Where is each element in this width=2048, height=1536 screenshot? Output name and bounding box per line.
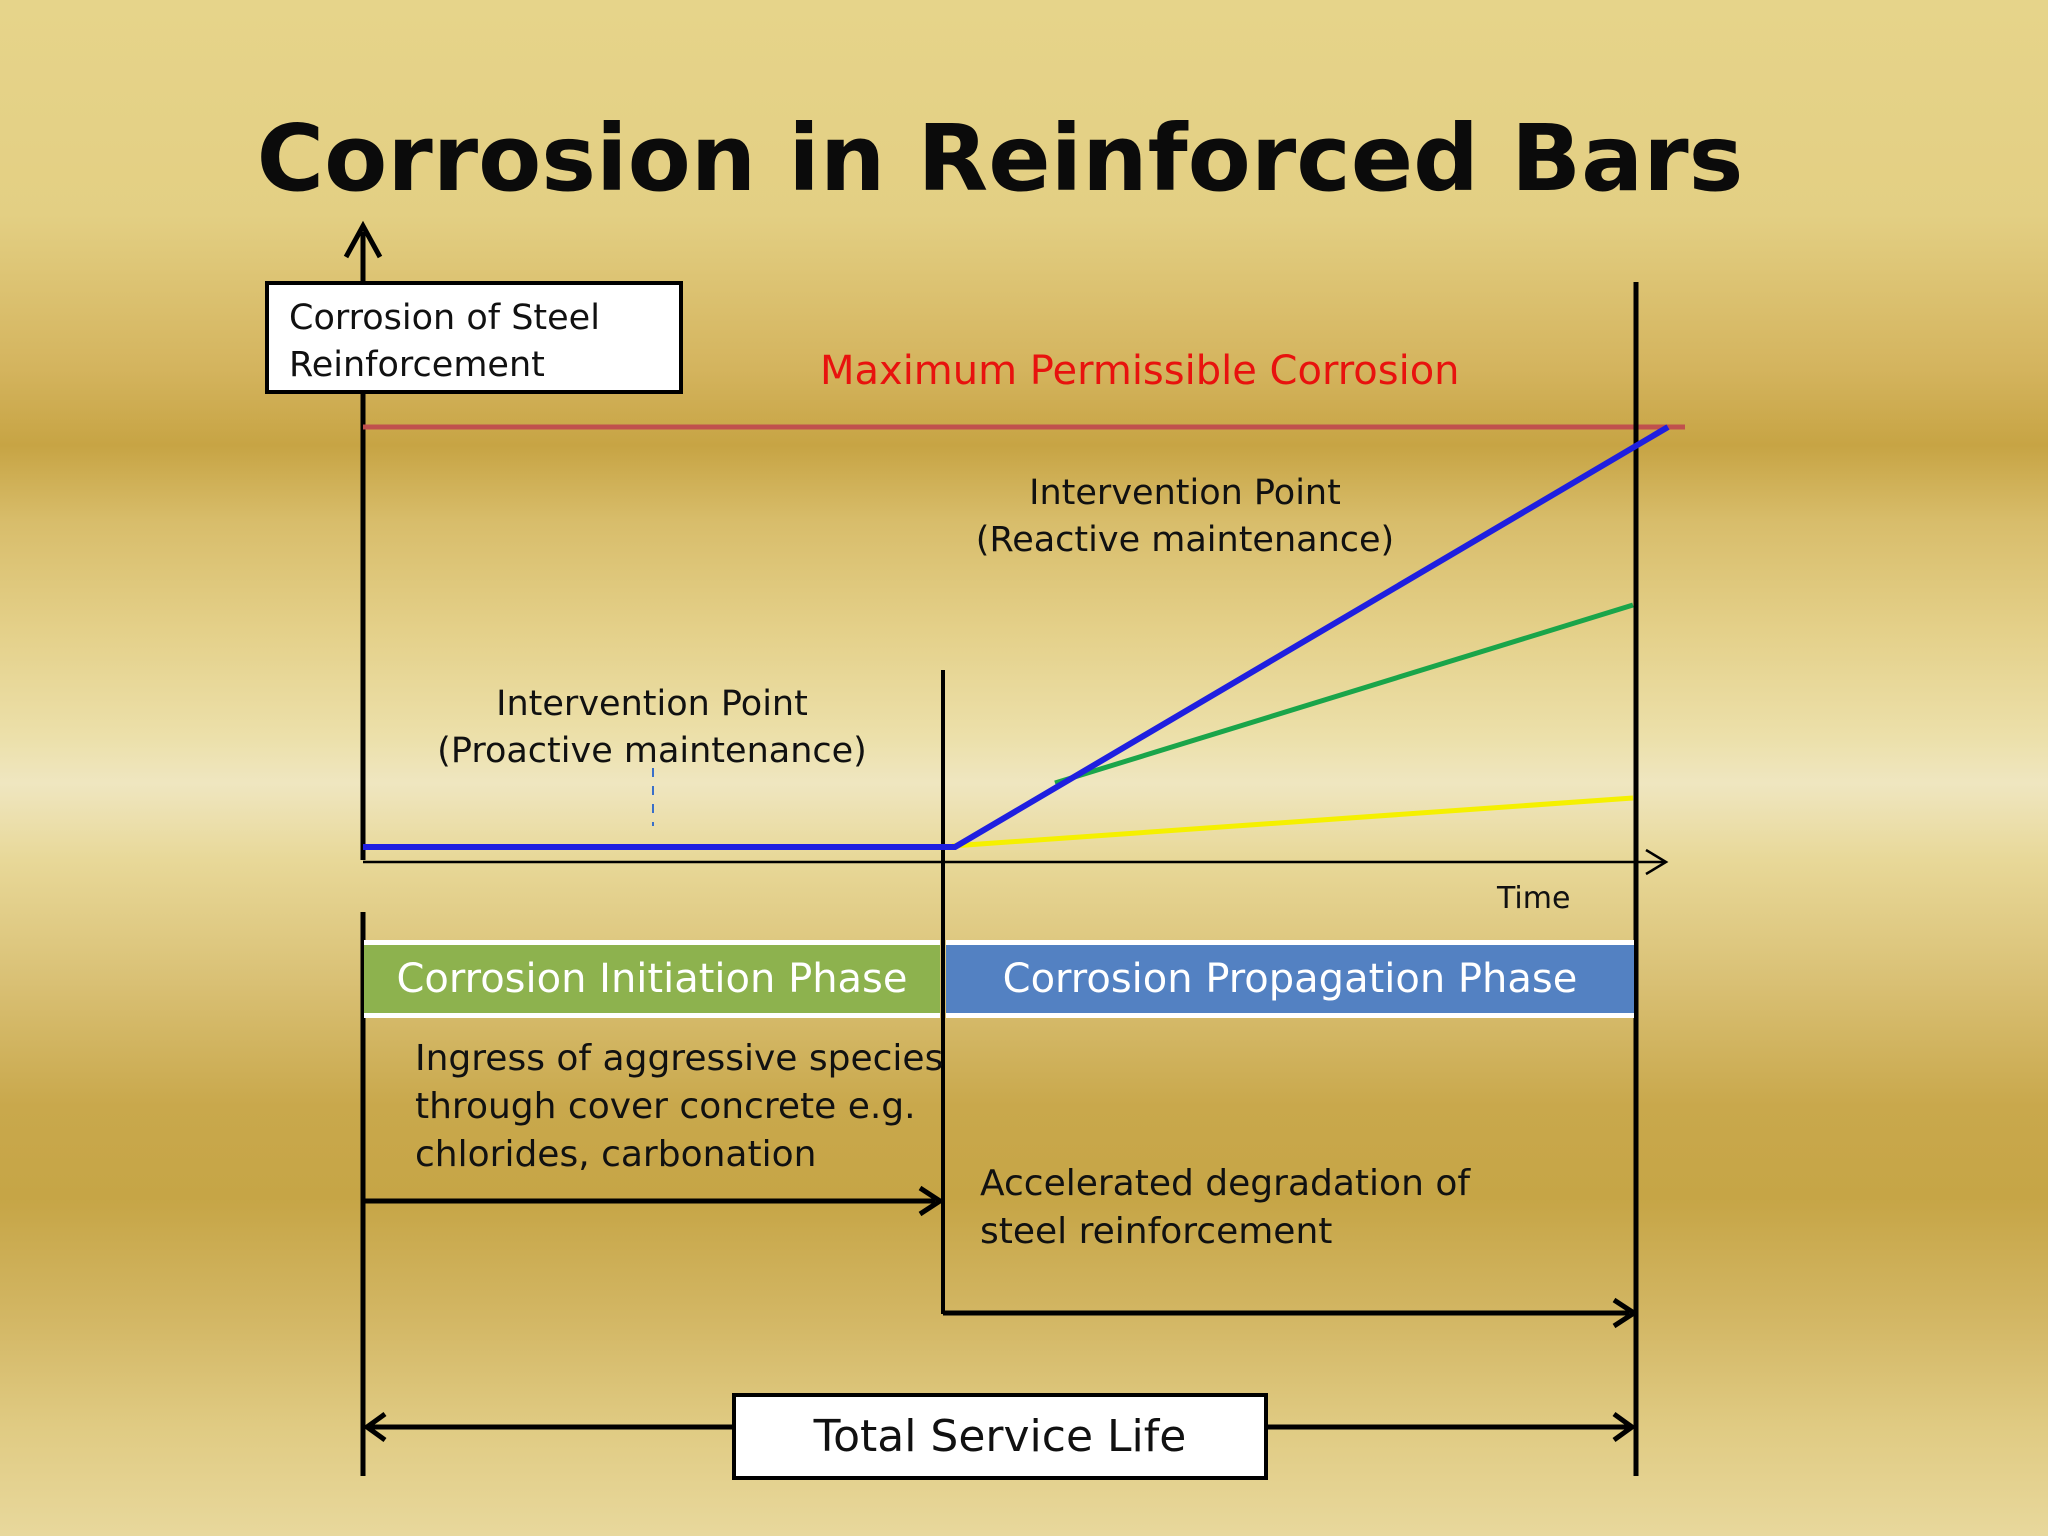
reactive-intervention-subtitle: (Reactive maintenance) — [975, 520, 1395, 560]
propagation-phase-description: Accelerated degradation of steel reinfor… — [980, 1163, 1471, 1252]
proactive-intervention-title: Intervention Point — [496, 684, 808, 724]
reactive-intervention-title: Intervention Point — [1029, 473, 1341, 513]
total-service-life-box: Total Service Life — [732, 1393, 1268, 1480]
proactive-intervention-label: Intervention Point (Proactive maintenanc… — [402, 681, 902, 775]
service-life-arrowhead-right — [1612, 1411, 1637, 1443]
initiation-arrowhead — [918, 1185, 945, 1217]
curve-green — [1054, 602, 1634, 786]
propagation-phase-bar: Corrosion Propagation Phase — [946, 940, 1634, 1018]
proactive-intervention-subtitle: (Proactive maintenance) — [437, 731, 867, 771]
x-axis-arrowhead — [1645, 848, 1669, 876]
y-axis-arrowhead — [343, 220, 383, 259]
initiation-phase-bar: Corrosion Initiation Phase — [364, 940, 940, 1018]
curve-yellow — [951, 795, 1634, 849]
page-title: Corrosion in Reinforced Bars — [256, 105, 1744, 212]
propagation-arrowhead — [1612, 1297, 1639, 1329]
initiation-phase-description: Ingress of aggressive species through co… — [415, 1038, 944, 1175]
y-axis-label: Corrosion of Steel Reinforcement — [289, 298, 600, 385]
curve-blue — [363, 424, 1670, 850]
x-axis-label: Time — [1497, 881, 1571, 916]
y-axis-label-box: Corrosion of Steel Reinforcement — [265, 281, 683, 394]
max-permissible-label: Maximum Permissible Corrosion — [820, 348, 1460, 394]
reactive-intervention-label: Intervention Point (Reactive maintenance… — [935, 470, 1435, 564]
service-life-arrowhead-left — [362, 1411, 387, 1443]
